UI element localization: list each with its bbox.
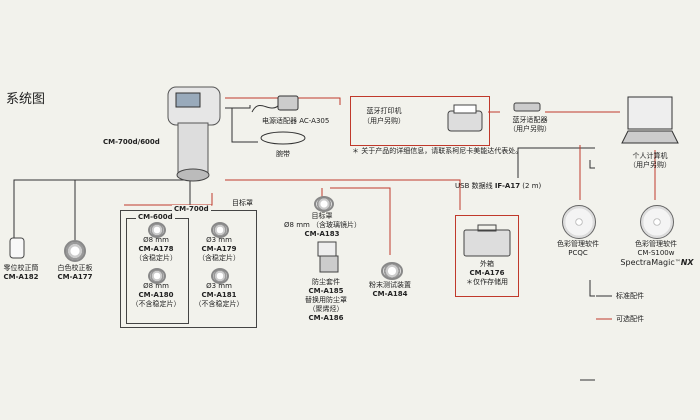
zero-box-model: CM-A182: [3, 273, 39, 281]
bt-printer-line1: 蓝牙打印机: [366, 107, 402, 115]
printer-image: [447, 104, 483, 132]
mask-a178-image: [148, 222, 166, 238]
strap-label: 腕带: [276, 150, 290, 158]
mask-a181-note: （不含稳定片）: [194, 300, 244, 308]
footnote: ＊ 关于产品的详细信息，请联系柯尼卡美能达代表处。: [352, 147, 523, 155]
bt-printer-line2: （用户另购）: [363, 117, 405, 125]
software1-line1: 色彩管理软件: [557, 240, 599, 248]
mask-a179-size: Ø3 mm: [206, 236, 232, 244]
powder-device-image: [381, 262, 403, 280]
mask-a180-model: CM-A180: [138, 291, 174, 299]
mask-a178-note: （含稳定片）: [135, 254, 177, 262]
mask-a180-note: （不含稳定片）: [131, 300, 181, 308]
page-title: 系统图: [6, 92, 46, 107]
software2-line1: 色彩管理软件: [635, 240, 677, 248]
case-line2: ＊仅作存储用: [466, 278, 508, 286]
usb-cable-label: USB 数据线 IF-A17 (2 m): [455, 182, 541, 191]
glass-mask-model: CM-A183: [304, 230, 340, 238]
case-image: [463, 224, 511, 257]
white-plate-image: [64, 240, 86, 262]
brand-tm: ™: [674, 259, 681, 266]
glass-mask-line1: 目标罩: [311, 212, 333, 220]
mask-a178-model: CM-A178: [138, 245, 174, 253]
mask-a181-size: Ø3 mm: [206, 282, 232, 290]
dust-cover-line2: 替换用防尘罩: [305, 296, 347, 304]
zero-box-image: [9, 237, 25, 259]
bt-adapter-line1: 蓝牙适配器: [512, 116, 548, 124]
legend-optional: 可选配件: [616, 315, 644, 323]
software2-brand: SpectraMagic™NX: [616, 258, 698, 268]
laptop-image: [621, 96, 679, 144]
mask-a179-model: CM-A179: [201, 245, 237, 253]
brand-nx: NX: [680, 258, 694, 267]
white-plate-model: CM-A177: [57, 273, 93, 281]
bt-printer-box: 蓝牙打印机 （用户另购）: [350, 96, 490, 146]
pc-line2: （用户另购）: [629, 161, 671, 169]
glass-mask-line2: Ø8 mm （含玻璃镜片）: [284, 221, 362, 229]
bt-adapter-image: [513, 102, 541, 112]
powder-line1: 粉末测试装置: [369, 281, 411, 289]
dust-cover-line1: 防尘套件: [312, 278, 340, 286]
colorimeter-device: [167, 86, 221, 182]
software1-line2: PCQC: [568, 249, 588, 257]
mask-a180-image: [148, 268, 166, 284]
mask-a179-image: [211, 222, 229, 238]
dust-cover-model1: CM-A185: [308, 287, 344, 295]
ac-adapter-label: 电源适配器 AC-A305: [262, 117, 330, 125]
mask-a179-note: （含稳定片）: [198, 254, 240, 262]
usb-prefix: USB 数据线: [455, 182, 495, 190]
powder-model: CM-A184: [372, 290, 408, 298]
device-model-label: CM-700d/600d: [103, 138, 160, 146]
cm600d-label: CM-600d: [136, 213, 175, 222]
dust-cover-line3: （聚烯烃）: [308, 305, 344, 313]
spectramagic-disc-icon: [640, 205, 674, 239]
mask-a180-size: Ø8 mm: [143, 282, 169, 290]
usb-suffix: (2 m): [520, 182, 542, 190]
software2-line2: CM-S100w: [637, 249, 675, 257]
mask-a181-image: [211, 268, 229, 284]
white-plate-line1: 白色校正板: [57, 264, 93, 272]
mask-a178-size: Ø8 mm: [143, 236, 169, 244]
bt-adapter-line2: （用户另购）: [509, 125, 551, 133]
pc-line1: 个人计算机: [632, 152, 668, 160]
dust-cover-model2: CM-A186: [308, 314, 344, 322]
case-box: 外箱 CM-A176 ＊仅作存储用: [455, 215, 519, 297]
case-model: CM-A176: [469, 269, 505, 277]
usb-model: IF-A17: [494, 182, 521, 190]
target-mask-label: 目标罩: [232, 199, 253, 207]
dust-cover-image: [317, 241, 339, 273]
legend-standard: 标准配件: [616, 292, 644, 300]
brand-name: SpectraMagic: [620, 258, 675, 267]
ac-adapter-image: [251, 95, 299, 113]
pcqc-disc-icon: [562, 205, 596, 239]
strap-image: [260, 131, 306, 145]
zero-box-line1: 零位校正筒: [3, 264, 39, 272]
mask-a181-model: CM-A181: [201, 291, 237, 299]
glass-mask-image: [314, 196, 334, 212]
case-line1: 外箱: [480, 260, 494, 268]
cm700d-label: CM-700d: [172, 205, 211, 214]
